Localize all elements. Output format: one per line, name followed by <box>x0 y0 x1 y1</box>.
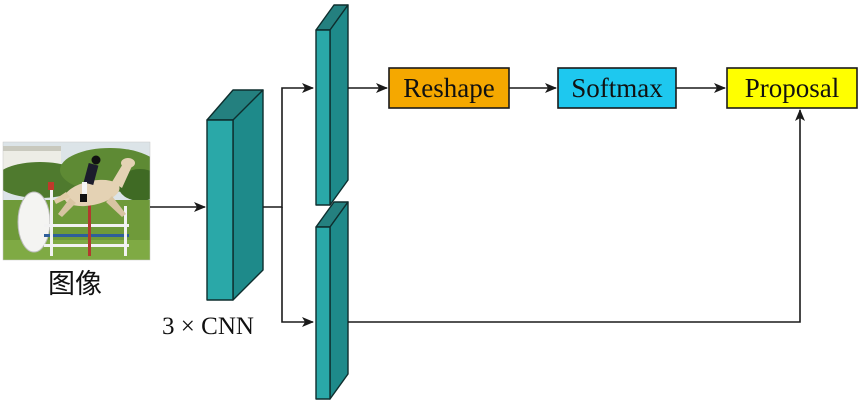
cnn-block-side <box>232 89 264 301</box>
reshape-label: Reshape <box>403 73 494 103</box>
input-caption: 图像 <box>48 269 102 299</box>
reshape-box: Reshape <box>388 67 510 109</box>
split-connector <box>263 83 314 327</box>
cnn-block-front <box>206 119 234 301</box>
cnn-caption: 3 × CNN <box>162 313 254 340</box>
softmax-box: Softmax <box>557 67 677 109</box>
proposal-box: Proposal <box>726 67 858 109</box>
input-photo <box>3 142 150 260</box>
proposal-label: Proposal <box>745 73 840 103</box>
arrow-lower-to-proposal <box>348 109 805 323</box>
softmax-label: Softmax <box>571 73 663 103</box>
lower-conv-layer <box>315 201 349 400</box>
upper-conv-layer <box>315 4 349 206</box>
cnn-block <box>206 89 264 301</box>
